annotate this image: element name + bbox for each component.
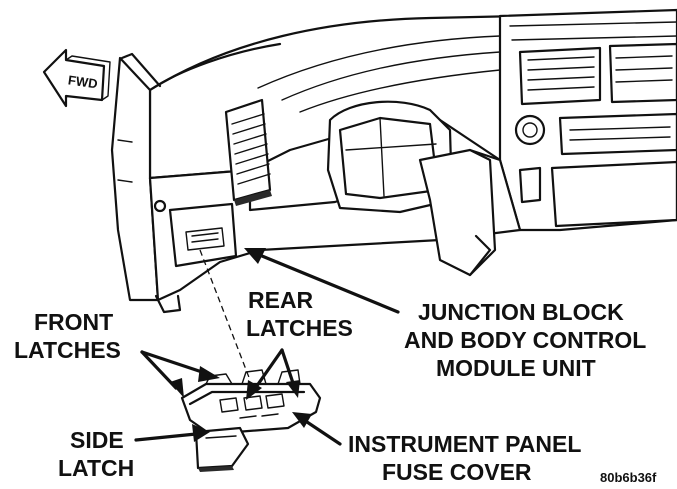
fwd-arrow-icon: FWD	[42, 48, 111, 108]
leader-side-latch	[134, 424, 210, 442]
air-vent-icon	[224, 98, 272, 206]
side-latch-label-line2: LATCH	[58, 455, 134, 481]
fuse-cover-label-line1: INSTRUMENT PANEL	[348, 431, 581, 457]
junction-block-label-line3: MODULE UNIT	[436, 355, 596, 381]
install-path-line	[199, 249, 251, 381]
fuse-cover-label-line2: FUSE COVER	[382, 459, 532, 485]
front-latches-label-line2: LATCHES	[14, 337, 121, 363]
front-latches-label-line1: FRONT	[34, 309, 113, 335]
fuse-cover-illustration	[180, 369, 322, 472]
rear-latches-label-line2: LATCHES	[246, 315, 353, 341]
side-latch-label-line1: SIDE	[70, 427, 124, 453]
figure-code: 80b6b36f	[600, 470, 657, 485]
leader-junction-block	[244, 248, 400, 314]
leader-fuse-cover	[292, 412, 342, 446]
junction-block-label-line2: AND BODY CONTROL	[404, 327, 646, 353]
leader-front-latches	[140, 350, 220, 398]
junction-block-label-line1: JUNCTION BLOCK	[418, 299, 624, 325]
fwd-label: FWD	[67, 72, 98, 91]
rear-latches-label-line1: REAR	[248, 287, 314, 313]
leader-rear-latches	[246, 348, 300, 400]
dashboard-illustration	[110, 8, 677, 314]
